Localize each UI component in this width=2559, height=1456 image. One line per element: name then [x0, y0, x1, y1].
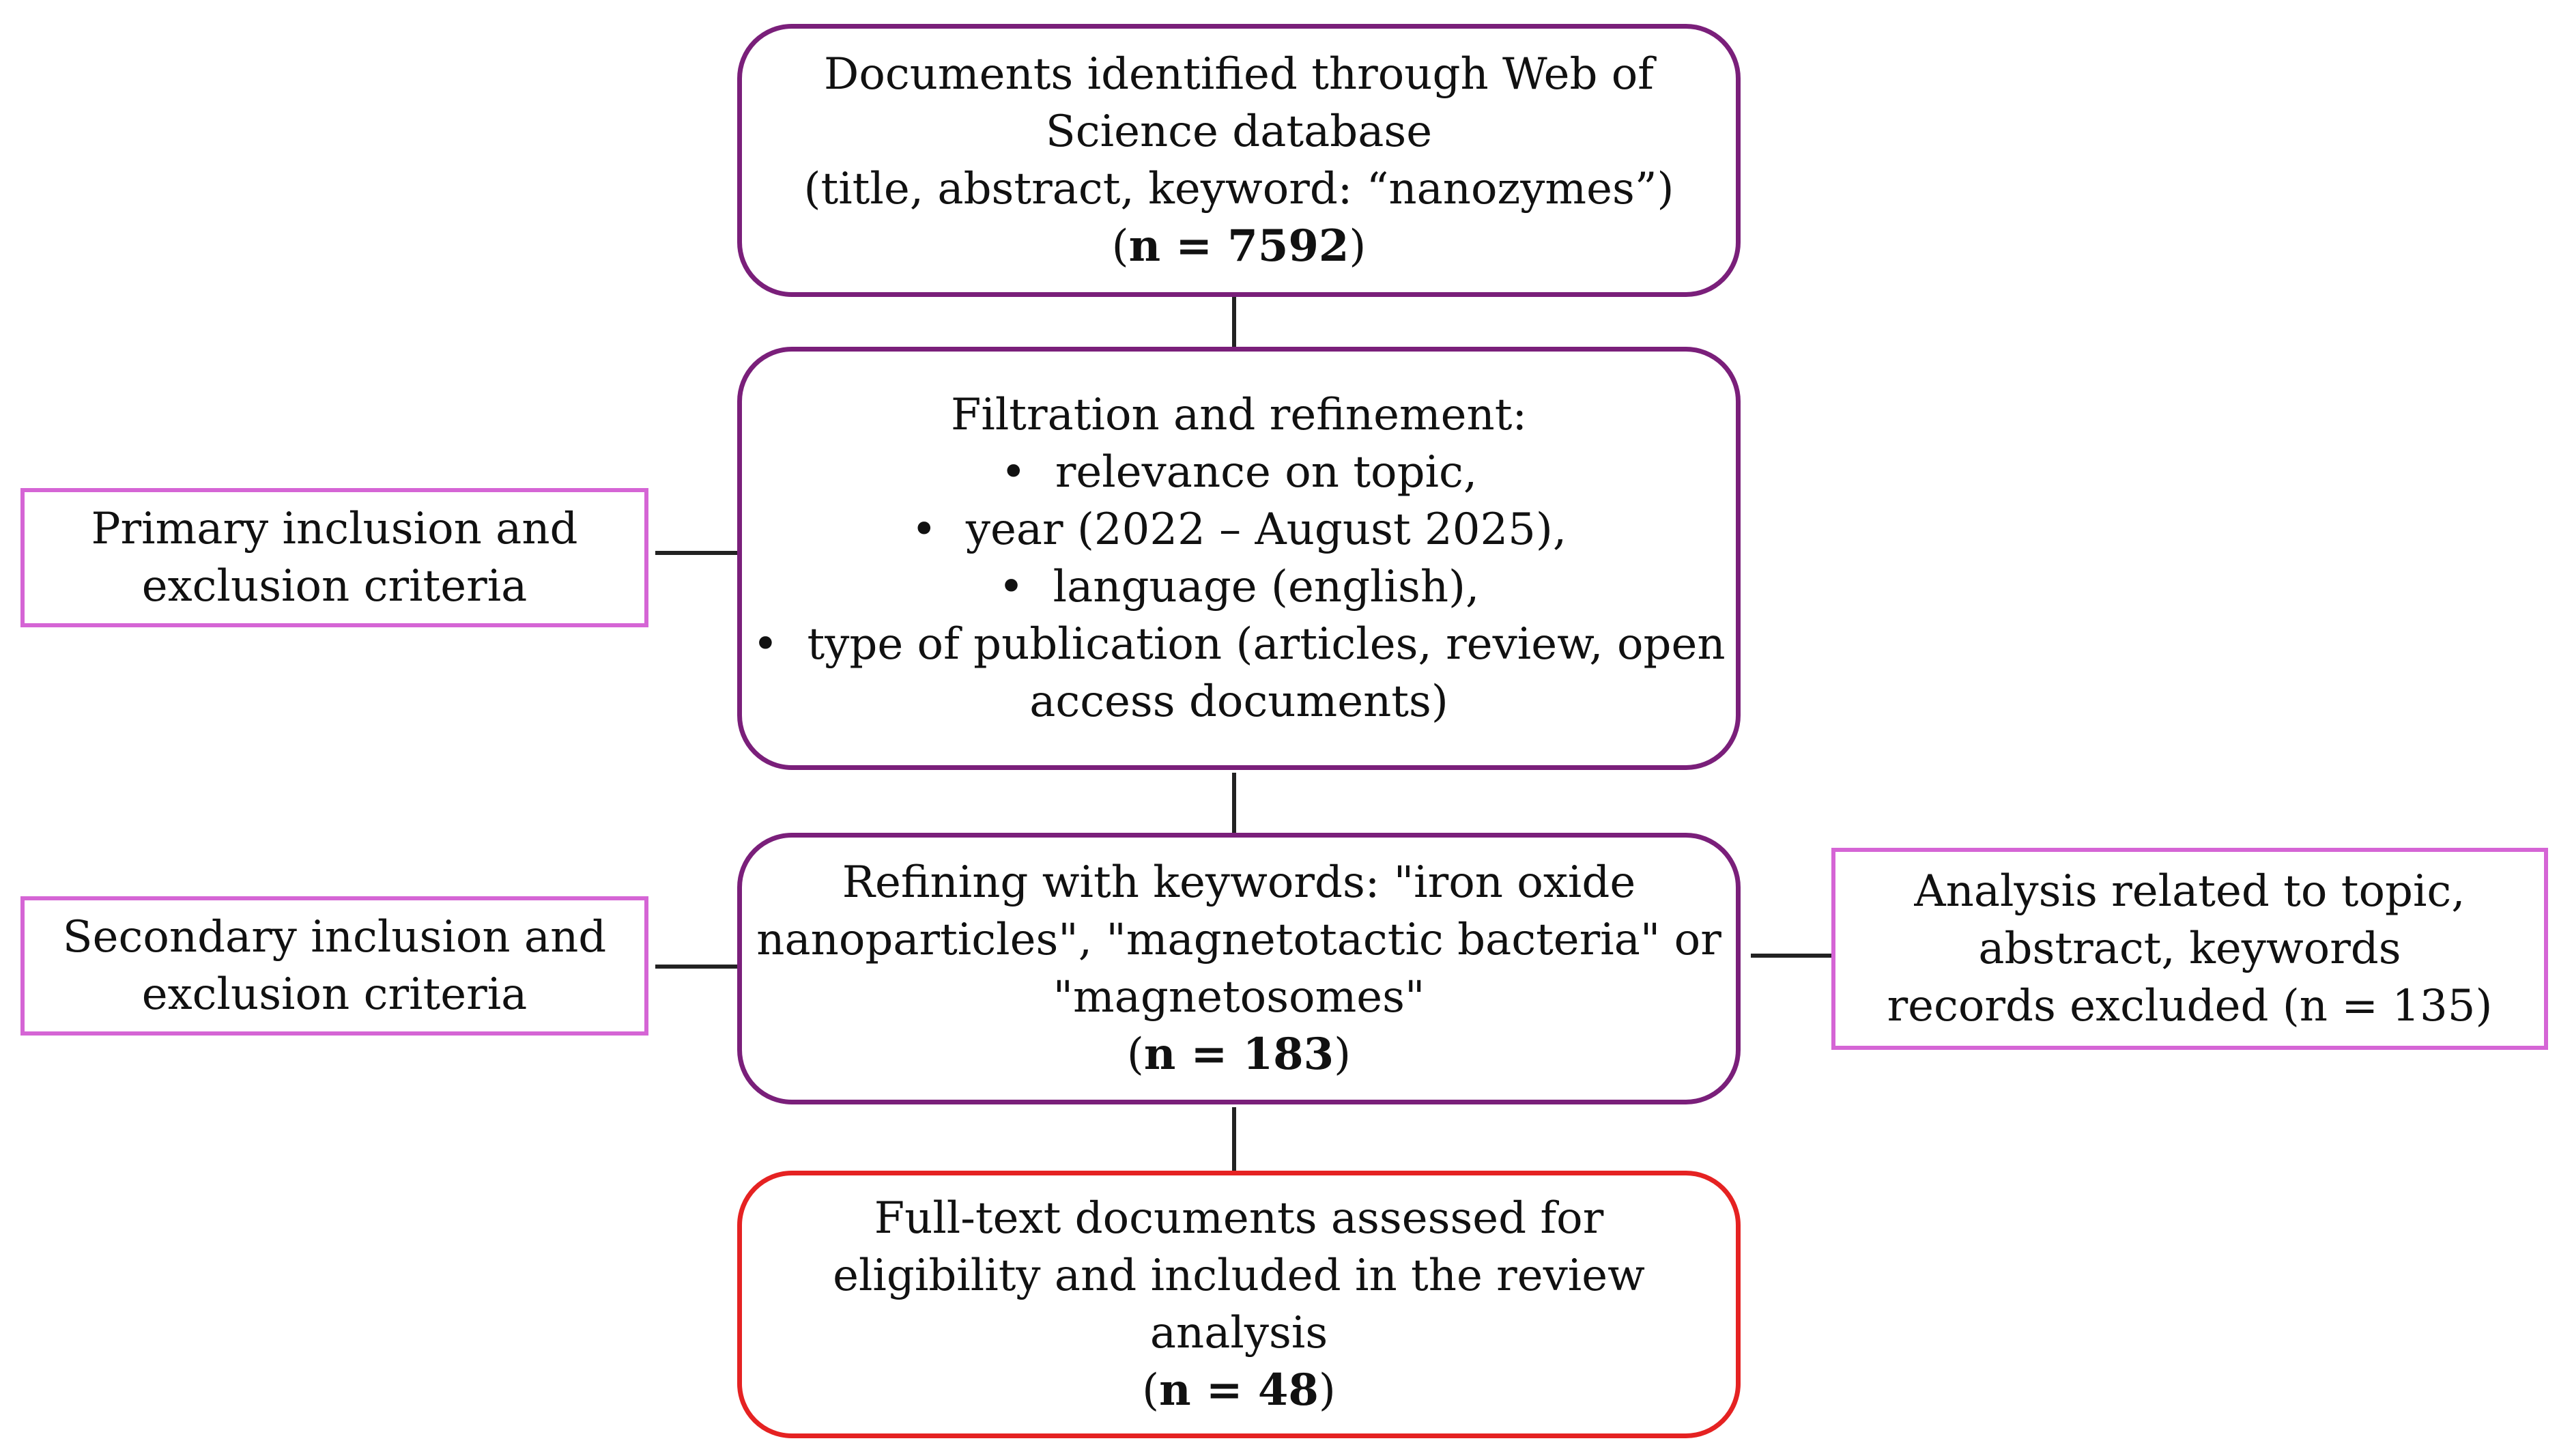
excluded-line-1: Analysis related to topic,	[1914, 866, 2465, 917]
box3-line-2: nanoparticles", "magnetotactic bacteria"…	[756, 915, 1721, 965]
box3-line-3: "magnetosomes"	[1053, 972, 1425, 1023]
bullet-icon: •	[1000, 447, 1027, 498]
box1-count-value: n = 7592	[1128, 220, 1349, 272]
box3-count: (n = 183)	[1126, 1029, 1352, 1080]
filter-item-publication-type-cont: access documents)	[1029, 676, 1448, 727]
secondary-line-1: Secondary inclusion and	[62, 912, 607, 962]
box1-line-2: Science database	[1045, 106, 1433, 157]
box1-count: (n = 7592)	[1111, 220, 1367, 272]
box3-line-1: Refining with keywords: "iron oxide	[842, 857, 1636, 908]
filtration-box: Filtration and refinement: •relevance on…	[737, 347, 1741, 770]
box1-line-3: (title, abstract, keyword: “nanozymes”)	[803, 164, 1674, 214]
secondary-line-2: exclusion criteria	[141, 969, 528, 1020]
bullet-icon: •	[752, 619, 779, 670]
filter-item-language: •language (english),	[999, 558, 1480, 616]
box4-count-value: n = 48	[1159, 1365, 1319, 1416]
box4-line-1: Full-text documents assessed for	[874, 1193, 1604, 1244]
excluded-line-2: abstract, keywords	[1978, 924, 2401, 974]
box2-heading: Filtration and refinement:	[950, 390, 1528, 440]
excluded-records-box: Analysis related to topic, abstract, key…	[1831, 848, 2548, 1050]
box4-line-2: eligibility and included in the review	[833, 1251, 1645, 1301]
primary-line-1: Primary inclusion and	[91, 504, 578, 554]
box4-line-3: analysis	[1149, 1308, 1328, 1358]
excluded-line-3: records excluded (n = 135)	[1887, 981, 2493, 1031]
bullet-icon: •	[998, 562, 1025, 612]
box4-count: (n = 48)	[1142, 1365, 1336, 1416]
box3-count-value: n = 183	[1143, 1029, 1334, 1080]
primary-criteria-box: Primary inclusion and exclusion criteria	[20, 488, 648, 627]
identified-documents-box: Documents identified through Web of Scie…	[737, 24, 1741, 297]
bullet-icon: •	[911, 504, 937, 555]
keyword-refining-box: Refining with keywords: "iron oxide nano…	[737, 833, 1741, 1104]
primary-line-2: exclusion criteria	[141, 561, 528, 612]
included-documents-box: Full-text documents assessed for eligibi…	[737, 1171, 1741, 1438]
secondary-criteria-box: Secondary inclusion and exclusion criter…	[20, 896, 648, 1036]
filter-item-publication-type: •type of publication (articles, review, …	[752, 616, 1725, 673]
filter-item-year: •year (2022 – August 2025),	[911, 501, 1567, 558]
filter-item-relevance: •relevance on topic,	[1001, 444, 1477, 501]
box1-line-1: Documents identified through Web of	[824, 49, 1654, 100]
